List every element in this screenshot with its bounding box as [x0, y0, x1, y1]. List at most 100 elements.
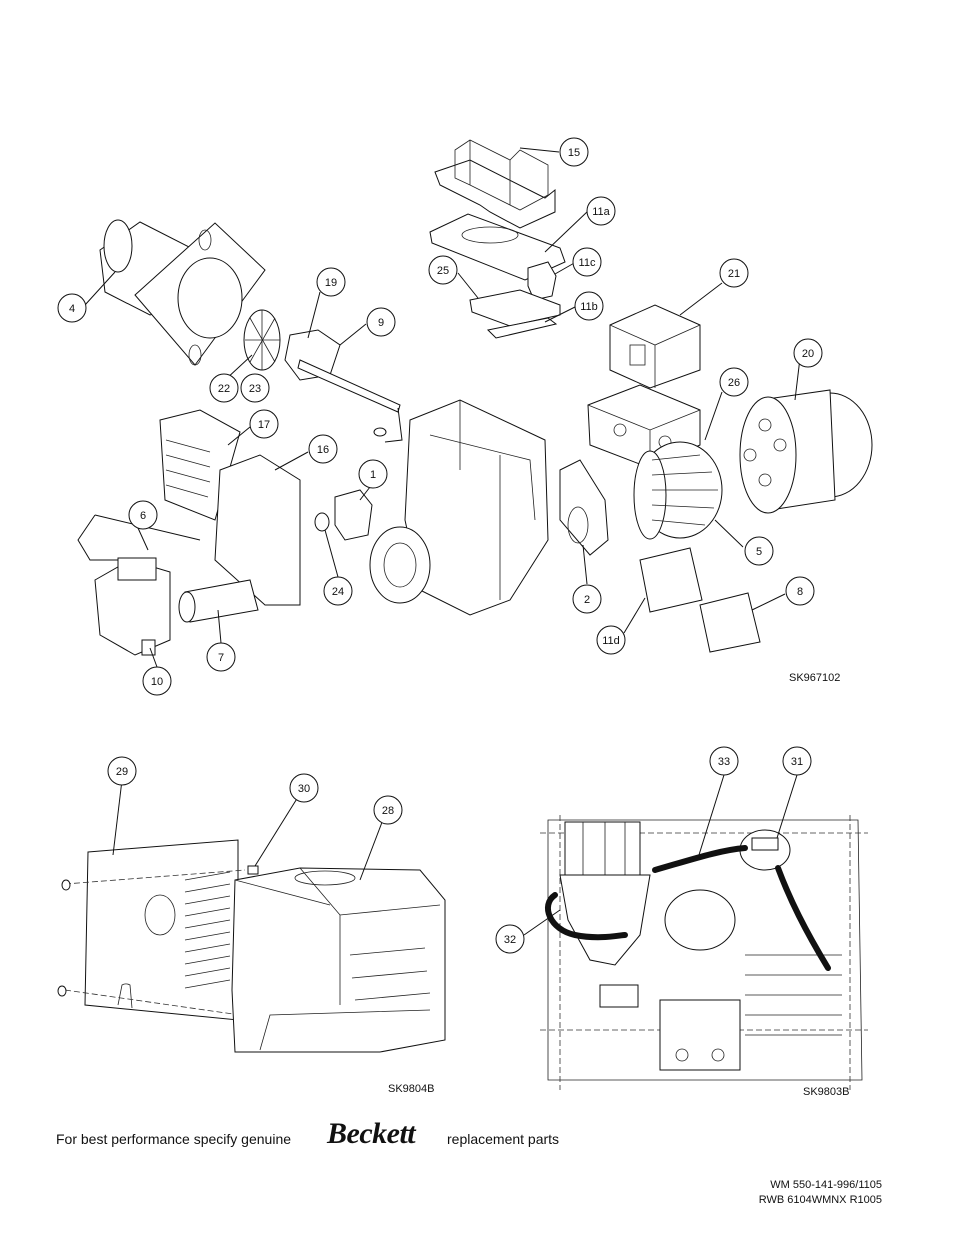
callout-21: 21	[719, 258, 749, 288]
callout-label: 1	[370, 469, 376, 481]
callout-label: 24	[332, 586, 344, 598]
callout-circle	[596, 625, 626, 655]
callout-circle	[249, 409, 279, 439]
callout-circle	[793, 338, 823, 368]
callout-10: 10	[142, 666, 172, 696]
callout-19: 19	[316, 267, 346, 297]
part-31-hose-drawing	[775, 865, 831, 971]
callout-circle	[57, 293, 87, 323]
part-10-drawing	[94, 557, 171, 656]
callout-circle	[308, 434, 338, 464]
tagline-after: replacement parts	[447, 1131, 560, 1147]
callout-circle	[586, 196, 616, 226]
drawing-code-cover: SK9804B	[388, 1083, 435, 1095]
part-4-drawing	[99, 219, 266, 366]
callout-label: 10	[151, 676, 163, 688]
callout-label: 29	[116, 766, 128, 778]
callout-label: 31	[791, 756, 803, 768]
callout-6: 6	[128, 500, 158, 530]
leader-lines-assembly	[523, 774, 798, 936]
callout-1: 1	[358, 459, 388, 489]
callout-11d: 11d	[596, 625, 626, 655]
callout-30: 30	[289, 773, 319, 803]
beckett-logo: Beckett	[327, 1117, 416, 1150]
part-15-drawing	[434, 139, 556, 229]
callout-11c: 11c	[572, 247, 602, 277]
part-30-drawing	[57, 865, 259, 1016]
callout-circle	[709, 746, 739, 776]
callout-circle	[366, 307, 396, 337]
part-11d-drawing	[639, 547, 703, 613]
callout-label: 33	[718, 756, 730, 768]
callout-7: 7	[206, 642, 236, 672]
part-32-drawing	[544, 892, 628, 941]
callout-circle	[574, 291, 604, 321]
part-24-drawing	[314, 512, 330, 532]
callout-label: 9	[378, 317, 384, 329]
part-11b-drawing	[486, 317, 558, 339]
footer-line-1: WM 550-141-996/1105	[770, 1179, 882, 1191]
callout-20: 20	[793, 338, 823, 368]
callout-circle	[142, 666, 172, 696]
part-8-drawing	[699, 592, 761, 653]
callout-label: 7	[218, 652, 224, 664]
callout-33: 33	[709, 746, 739, 776]
part-28-drawing	[231, 867, 446, 1053]
part-11a-drawing	[429, 213, 566, 281]
callout-label: 2	[584, 594, 590, 606]
callout-label: 21	[728, 268, 740, 280]
callout-29: 29	[107, 756, 137, 786]
leader-lines-cover	[112, 779, 385, 881]
part-16-drawing	[214, 454, 301, 606]
callout-circle	[323, 576, 353, 606]
part-7-drawing	[178, 579, 259, 623]
callout-label: 32	[504, 934, 516, 946]
part-1-drawing	[334, 489, 373, 541]
callout-circle	[240, 373, 270, 403]
callout-circle	[559, 137, 589, 167]
callout-5: 5	[744, 536, 774, 566]
part-19-drawing	[243, 309, 341, 381]
callout-circle	[289, 773, 319, 803]
callout-15: 15	[559, 137, 589, 167]
callout-label: 4	[69, 303, 75, 315]
callout-circle	[428, 255, 458, 285]
callout-11a: 11a	[586, 196, 616, 226]
callout-32: 32	[495, 924, 525, 954]
callout-circle	[782, 746, 812, 776]
callout-label: 16	[317, 444, 329, 456]
callout-circle	[107, 756, 137, 786]
callout-circle	[373, 795, 403, 825]
callout-22: 22	[209, 373, 239, 403]
tagline-before: For best performance specify genuine	[56, 1131, 292, 1147]
callout-label: 8	[797, 586, 803, 598]
leader-lines	[84, 147, 801, 668]
part-11c-drawing	[527, 261, 557, 301]
callout-2: 2	[572, 584, 602, 614]
callout-label: 22	[218, 383, 230, 395]
part-9-drawing	[297, 359, 403, 443]
callout-circle	[719, 258, 749, 288]
callout-26: 26	[719, 367, 749, 397]
callout-11b: 11b	[574, 291, 604, 321]
callout-label: 15	[568, 147, 580, 159]
callout-circle	[206, 642, 236, 672]
callout-16: 16	[308, 434, 338, 464]
callout-circle	[358, 459, 388, 489]
callout-25: 25	[428, 255, 458, 285]
callout-label: 28	[382, 805, 394, 817]
callout-circle	[744, 536, 774, 566]
part-31-drawing	[739, 829, 791, 871]
callout-label: 5	[756, 546, 762, 558]
callout-circle	[785, 576, 815, 606]
callout-31: 31	[782, 746, 812, 776]
callout-label: 11b	[580, 301, 598, 313]
callout-17: 17	[249, 409, 279, 439]
part-29-drawing	[84, 839, 239, 1021]
part-2-drawing	[559, 459, 609, 556]
callout-label: 30	[298, 783, 310, 795]
callout-label: 11c	[579, 257, 596, 269]
callout-circle	[572, 584, 602, 614]
